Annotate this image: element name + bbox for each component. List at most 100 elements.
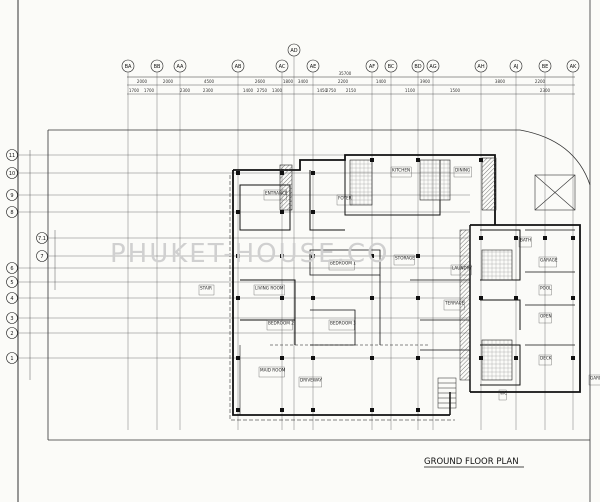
grid-row-label: 3 <box>10 316 13 322</box>
grid-col-label: AF <box>369 64 375 70</box>
grid-bubble-row <box>6 167 18 179</box>
room-label: STAIR <box>200 286 212 291</box>
structural-column <box>280 408 284 412</box>
grid-bubble-row <box>6 312 18 324</box>
grid-row-label: 10 <box>9 171 15 177</box>
grid-bubble-col <box>231 59 245 73</box>
grid-col-label: AA <box>177 64 185 70</box>
grid-bubble-col <box>287 43 301 57</box>
structural-column <box>280 210 284 214</box>
grid-row-label: 1 <box>10 356 13 362</box>
grid-bubble-col <box>173 59 187 73</box>
structural-column <box>311 210 315 214</box>
grid-row-label: 9 <box>10 193 13 199</box>
second-dimension: 1450 <box>317 88 328 93</box>
grid-bubble-col <box>426 59 440 73</box>
grid-row-label: 4 <box>10 296 13 302</box>
top-dimension: 1400 <box>376 79 387 84</box>
watermark: PHUKET-HOUSE.CO <box>110 239 389 269</box>
structural-column <box>370 356 374 360</box>
room-label: DINING <box>455 168 470 173</box>
room-label: STORAGE <box>395 256 415 261</box>
structural-column <box>236 408 240 412</box>
structural-column <box>479 356 483 360</box>
grid-row-label: 8 <box>10 210 13 216</box>
room-label: BEDROOM 3 <box>330 321 356 326</box>
overall-dimension: 35700 <box>127 71 575 78</box>
structural-column <box>280 356 284 360</box>
grid-col-label: AE <box>310 64 317 70</box>
room-label: LIVING ROOM <box>255 286 284 291</box>
room-label: LAUNDRY <box>452 266 472 271</box>
structural-column <box>311 408 315 412</box>
grid-bubble-col <box>509 59 523 73</box>
top-dimension: 2200 <box>535 79 546 84</box>
room-label: DECK <box>540 356 552 361</box>
grid-row-label: 6 <box>10 266 13 272</box>
second-dimension: 2300 <box>540 88 551 93</box>
wet-areas <box>279 157 513 381</box>
structural-column <box>479 158 483 162</box>
room-label: FOYER <box>338 196 352 201</box>
structural-column <box>311 171 315 175</box>
second-dimension: 1400 <box>243 88 254 93</box>
grid-row-label: 7 <box>40 254 43 260</box>
structural-columns <box>236 158 575 412</box>
grid-bubble-col <box>365 59 379 73</box>
top-dimension: 2000 <box>137 79 148 84</box>
top-dimension: 4500 <box>204 79 215 84</box>
room-label: BEDROOM 1 <box>330 261 356 266</box>
top-dimension: 3900 <box>420 79 431 84</box>
stairs <box>437 377 457 409</box>
structural-column <box>416 254 420 258</box>
structural-column <box>514 236 518 240</box>
room-label: GARDEN <box>590 376 600 381</box>
grid-bubble-row <box>6 276 18 288</box>
structural-column <box>479 296 483 300</box>
structural-column <box>416 408 420 412</box>
grid-bubble-col <box>411 59 425 73</box>
grid-col-label: BD <box>414 64 421 70</box>
grid-bubble-col <box>121 59 135 73</box>
second-dimension: 1700 <box>144 88 155 93</box>
room-label: ENTRANCE <box>265 191 288 196</box>
room-label: OPEN <box>540 314 552 319</box>
structural-column <box>236 171 240 175</box>
room-label: GARAGE <box>540 258 558 263</box>
grid-bubble-row <box>36 250 48 262</box>
grid-col-label: AH <box>477 64 484 70</box>
grid-lines <box>18 56 574 430</box>
grid-bubble-col <box>384 59 398 73</box>
structural-column <box>311 356 315 360</box>
grid-col-label: AC <box>279 64 286 70</box>
structural-column <box>280 254 284 258</box>
second-dimension: 1700 <box>129 88 140 93</box>
grid-col-label: AB <box>235 64 242 70</box>
top-dimension: 3800 <box>495 79 506 84</box>
grid-col-label: BA <box>125 64 132 70</box>
structural-column <box>479 236 483 240</box>
grid-bubble-col <box>474 59 488 73</box>
grid-bubble-row <box>6 292 18 304</box>
top-dimension: 2000 <box>163 79 174 84</box>
top-dimension: 2600 <box>255 79 266 84</box>
structural-column <box>236 296 240 300</box>
structural-column <box>370 296 374 300</box>
top-dimension: 2200 <box>338 79 349 84</box>
room-label: TERRACE <box>444 301 465 306</box>
room-label: POOL <box>540 286 552 291</box>
grid-row-label: 11 <box>9 153 15 159</box>
room-label: BATH <box>520 238 531 243</box>
room-label: WC <box>500 391 507 396</box>
drawing-title: GROUND FLOOR PLAN <box>424 457 519 467</box>
grid-col-label: AG <box>429 64 436 70</box>
structural-column <box>311 254 315 258</box>
second-dimension: 2750 <box>326 88 337 93</box>
grid-bubble-col <box>150 59 164 73</box>
grid-col-label: BE <box>542 64 549 70</box>
structural-column <box>370 408 374 412</box>
second-dimension: 2300 <box>180 88 191 93</box>
second-dimension: 1300 <box>272 88 283 93</box>
grid-col-label: AK <box>570 64 577 70</box>
